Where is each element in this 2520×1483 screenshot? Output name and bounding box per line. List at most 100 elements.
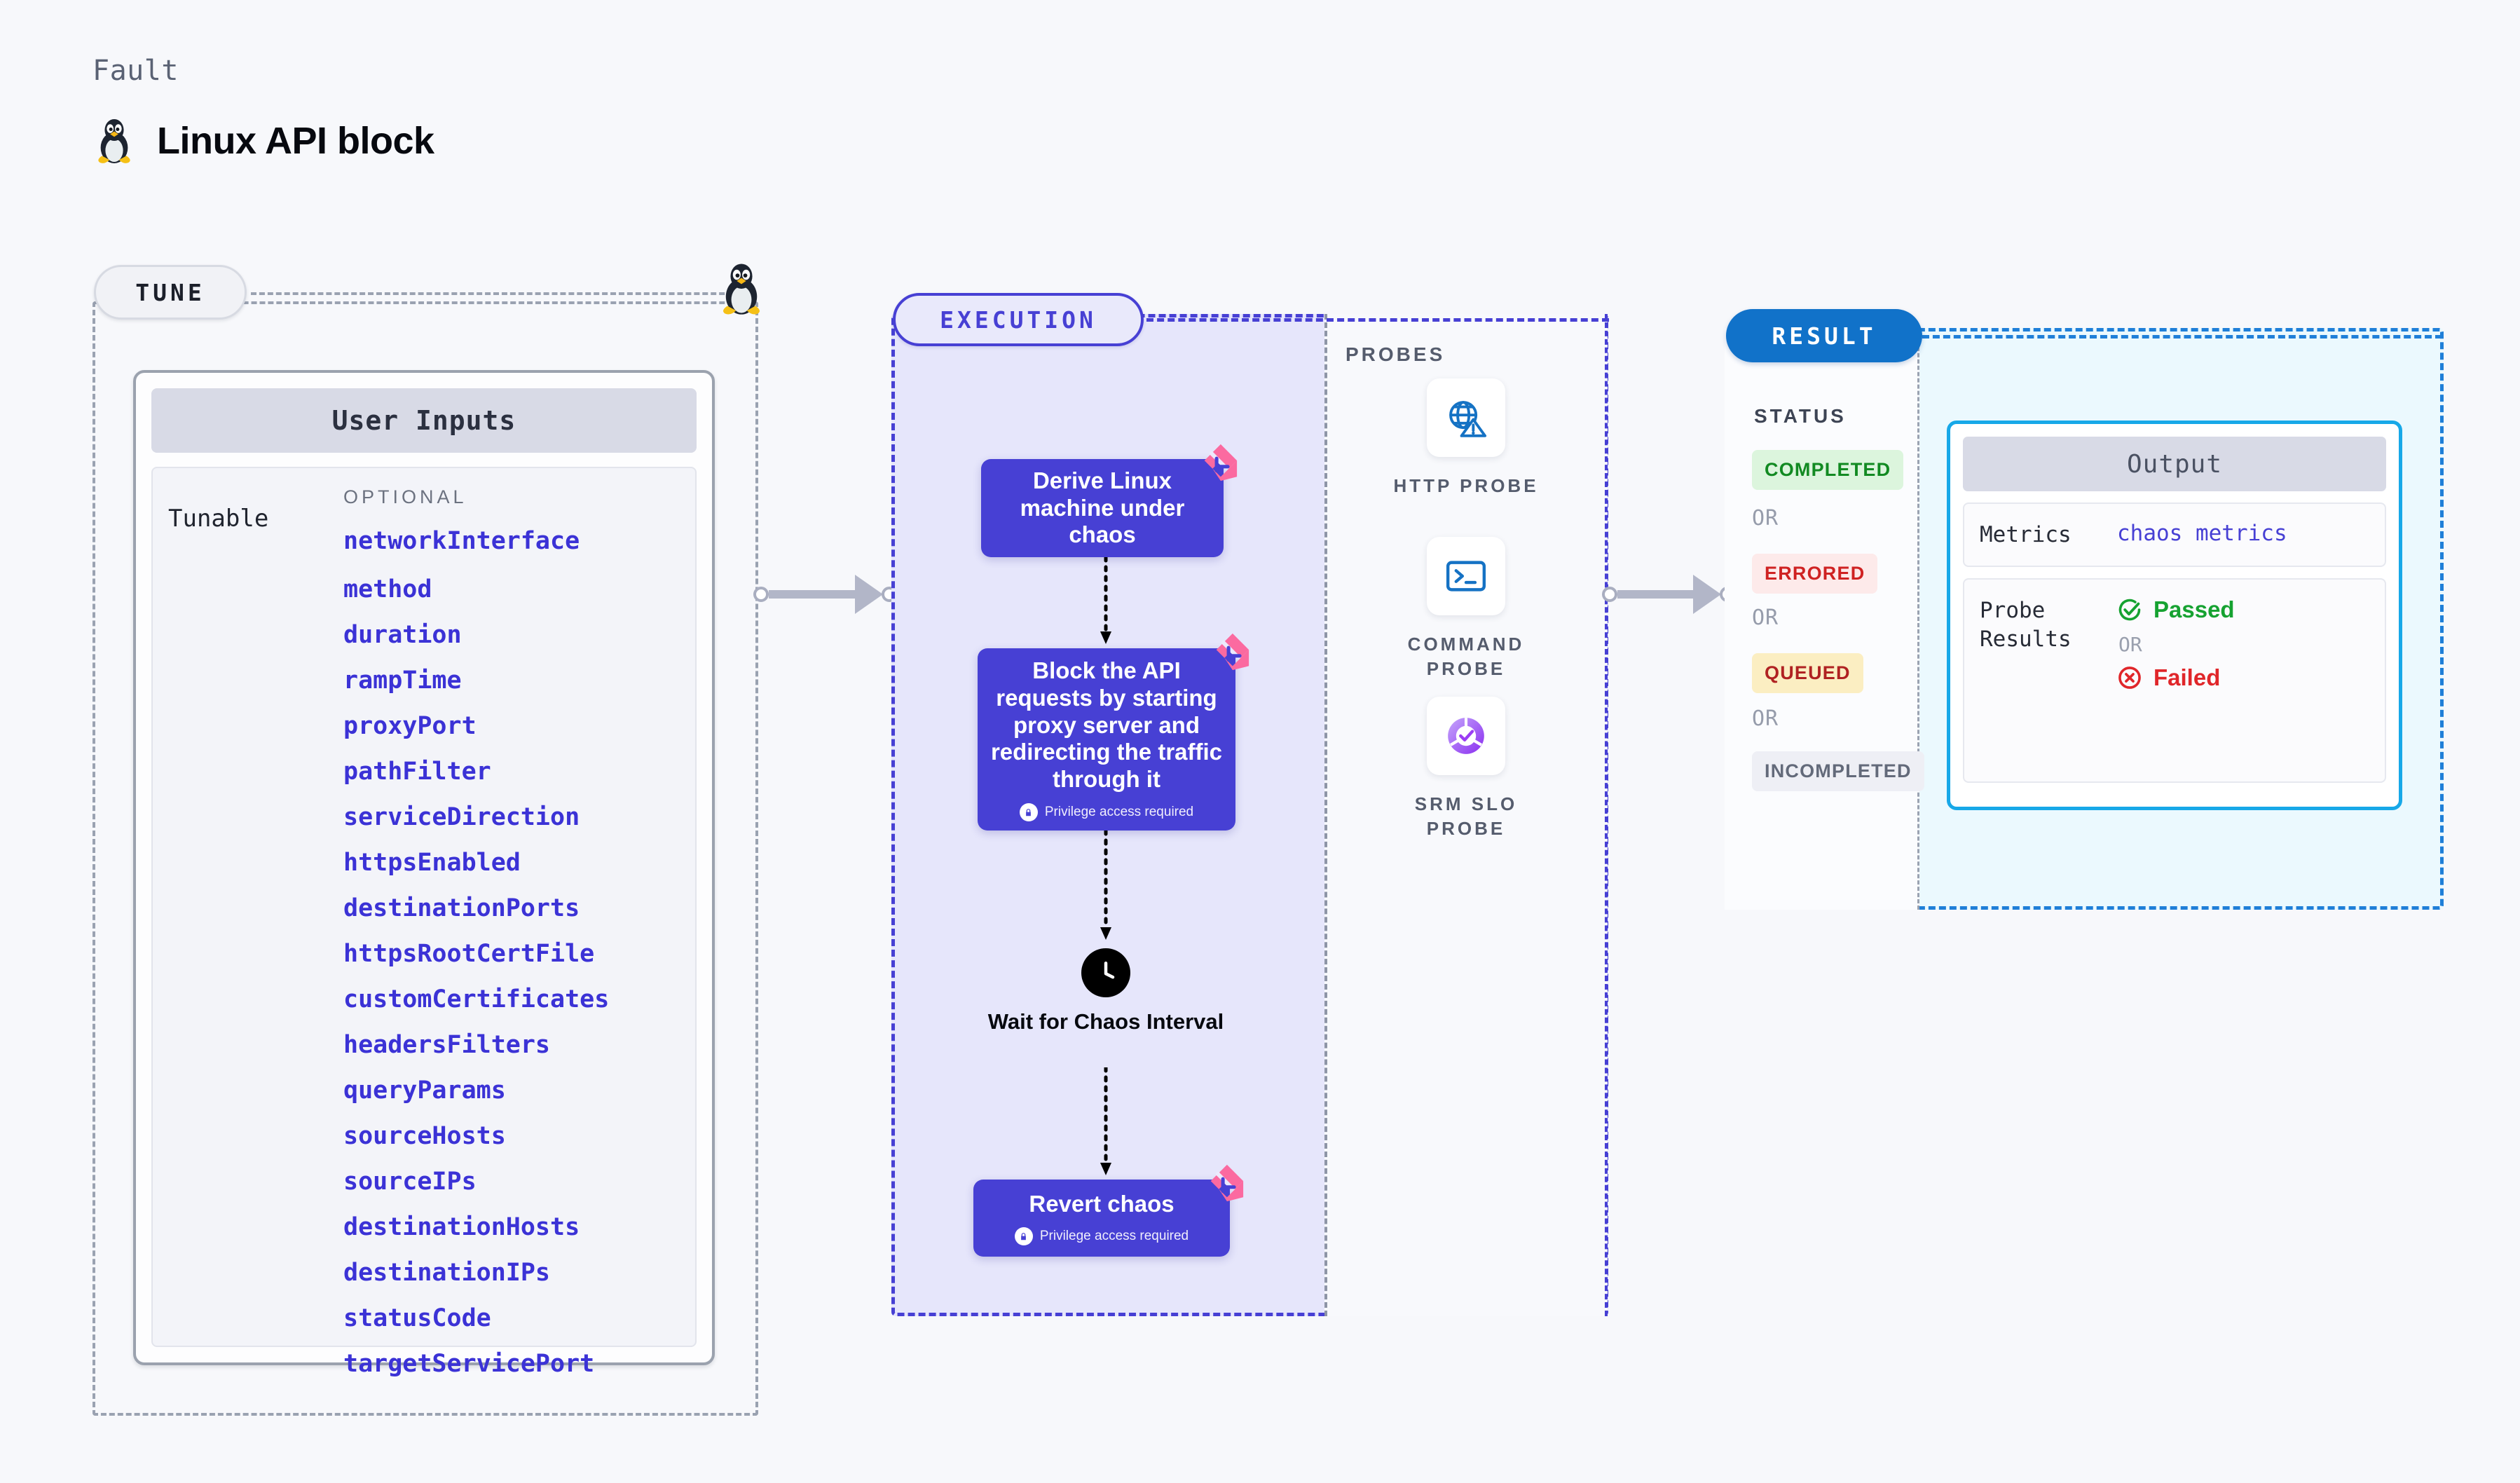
lock-icon: [1014, 1227, 1033, 1246]
param-pathfilter[interactable]: pathFilter: [343, 758, 491, 786]
probe-result-failed: Failed: [2117, 664, 2235, 691]
connector-dot-start: [753, 587, 769, 602]
tune-stage-pill[interactable]: TUNE: [94, 265, 247, 320]
check-circle-icon: [2118, 599, 2141, 621]
connector-arrowhead: [1693, 575, 1721, 614]
output-metrics-key: Metrics: [1980, 522, 2072, 547]
litmus-badge-icon: [1216, 633, 1249, 671]
status-badge-errored: ERRORED: [1752, 554, 1878, 594]
output-title: Output: [1963, 437, 2386, 491]
lock-icon: [1019, 803, 1038, 822]
param-servicedirection[interactable]: serviceDirection: [343, 803, 580, 831]
execution-node-title: Derive Linux machine under chaos: [1020, 467, 1185, 548]
probe-result-passed-label: Passed: [2153, 596, 2235, 623]
status-or-3: OR: [1752, 706, 1779, 731]
parameter-list: OPTIONAL networkInterface method duratio…: [343, 486, 684, 1376]
optional-label: OPTIONAL: [343, 486, 467, 507]
execution-stage-pill[interactable]: EXECUTION: [893, 293, 1144, 346]
probe-srm-slo[interactable]: SRM SLO PROBE: [1389, 697, 1543, 841]
connector-tune-to-execution: [753, 575, 897, 614]
probe-label: SRM SLO PROBE: [1414, 793, 1518, 840]
param-destinationhosts[interactable]: destinationHosts: [343, 1213, 580, 1241]
param-httpsenabled[interactable]: httpsEnabled: [343, 849, 521, 877]
result-connector-dash: [1922, 335, 2442, 339]
param-destinationports[interactable]: destinationPorts: [343, 894, 580, 922]
execution-node-title: Block the API requests by starting proxy…: [990, 657, 1223, 793]
param-ramptime[interactable]: rampTime: [343, 667, 462, 695]
param-destinationips[interactable]: destinationIPs: [343, 1259, 551, 1287]
probes-stage-frame: [1324, 314, 1608, 1316]
user-inputs-card: User Inputs Tunable OPTIONAL networkInte…: [133, 370, 715, 1376]
probe-label: HTTP PROBE: [1393, 475, 1539, 496]
page-title: Linux API block: [93, 116, 434, 165]
output-metrics-row: Metrics chaos metrics: [1963, 503, 2386, 568]
result-status-column: [1725, 328, 1919, 910]
status-or-2: OR: [1752, 606, 1779, 630]
probe-label: COMMAND PROBE: [1407, 634, 1525, 680]
tune-connector-dash: [251, 292, 741, 295]
execution-node-block-api[interactable]: Block the API requests by starting proxy…: [978, 633, 1249, 831]
execution-connector-dash: [1146, 318, 1609, 322]
param-networkinterface[interactable]: networkInterface: [343, 527, 580, 555]
param-method[interactable]: method: [343, 575, 432, 603]
connector-dot-start: [1602, 587, 1617, 602]
probe-command[interactable]: COMMAND PROBE: [1389, 537, 1543, 681]
probe-result-passed: Passed: [2117, 596, 2235, 623]
probe-result-or: OR: [2118, 633, 2142, 657]
user-inputs-body: Tunable OPTIONAL networkInterface method…: [151, 467, 697, 1376]
param-sourcehosts[interactable]: sourceHosts: [343, 1122, 506, 1150]
flow-arrow-2: [1100, 831, 1111, 940]
connector-arrowhead: [855, 575, 883, 614]
param-queryparams[interactable]: queryParams: [343, 1077, 506, 1105]
litmus-badge-icon: [1204, 444, 1238, 481]
page-title-text: Linux API block: [157, 120, 434, 162]
param-proxyport[interactable]: proxyPort: [343, 712, 477, 740]
linux-penguin-icon: [98, 119, 130, 163]
status-badge-completed: COMPLETED: [1752, 450, 1904, 490]
privilege-note-text: Privilege access required: [1044, 805, 1194, 820]
status-or-1: OR: [1752, 506, 1779, 531]
probe-tile: [1427, 537, 1505, 615]
fault-eyebrow: Fault: [93, 55, 179, 87]
execution-node-title: Revert chaos: [1029, 1190, 1175, 1217]
litmus-badge-icon: [1210, 1164, 1244, 1202]
status-badge-queued: QUEUED: [1752, 653, 1863, 693]
param-headersfilters[interactable]: headersFilters: [343, 1031, 551, 1059]
output-probe-key: Probe Results: [1980, 598, 2072, 652]
execution-node-revert[interactable]: Revert chaos Privilege access required: [973, 1164, 1244, 1257]
privilege-note: Privilege access required: [1014, 1227, 1189, 1246]
x-circle-icon: [2118, 667, 2141, 690]
globe-warning-icon: [1449, 401, 1487, 437]
result-stage-pill[interactable]: RESULT: [1726, 309, 1922, 362]
param-duration[interactable]: duration: [343, 621, 462, 649]
connector-bar: [1617, 590, 1694, 599]
output-metrics-value[interactable]: chaos metrics: [2117, 521, 2287, 546]
privilege-note-text: Privilege access required: [1039, 1229, 1189, 1244]
terminal-icon: [1446, 561, 1486, 592]
execution-node-derive[interactable]: Derive Linux machine under chaos: [981, 444, 1238, 557]
user-inputs-title: User Inputs: [151, 388, 697, 453]
probes-title: PROBES: [1345, 343, 1446, 365]
connector-bar: [769, 590, 856, 599]
param-customcertificates[interactable]: customCertificates: [343, 985, 610, 1013]
param-targetserviceport[interactable]: targetServicePort: [343, 1350, 595, 1378]
param-statuscode[interactable]: statusCode: [343, 1304, 491, 1332]
tunable-label: Tunable: [168, 505, 269, 533]
probe-result-values: Passed OR Failed: [2117, 596, 2235, 765]
status-badge-incompleted: INCOMPLETED: [1752, 751, 1924, 791]
connector-execution-to-result: [1602, 575, 1735, 614]
privilege-note: Privilege access required: [1019, 803, 1194, 822]
flow-arrow-3: [1100, 1067, 1111, 1175]
slo-donut-check-icon: [1448, 718, 1484, 754]
status-title: STATUS: [1754, 405, 1847, 427]
wait-clock-icon: [1081, 948, 1130, 997]
param-httpsrootcertfile[interactable]: httpsRootCertFile: [343, 940, 595, 968]
probe-http[interactable]: HTTP PROBE: [1389, 378, 1543, 498]
probe-tile: [1427, 697, 1505, 775]
param-sourceips[interactable]: sourceIPs: [343, 1168, 477, 1196]
flow-arrow-1: [1100, 557, 1111, 644]
linux-penguin-marker-icon: [723, 264, 760, 315]
probe-tile: [1427, 378, 1505, 457]
output-probe-results-row: Probe Results Passed OR Failed: [1963, 578, 2386, 784]
